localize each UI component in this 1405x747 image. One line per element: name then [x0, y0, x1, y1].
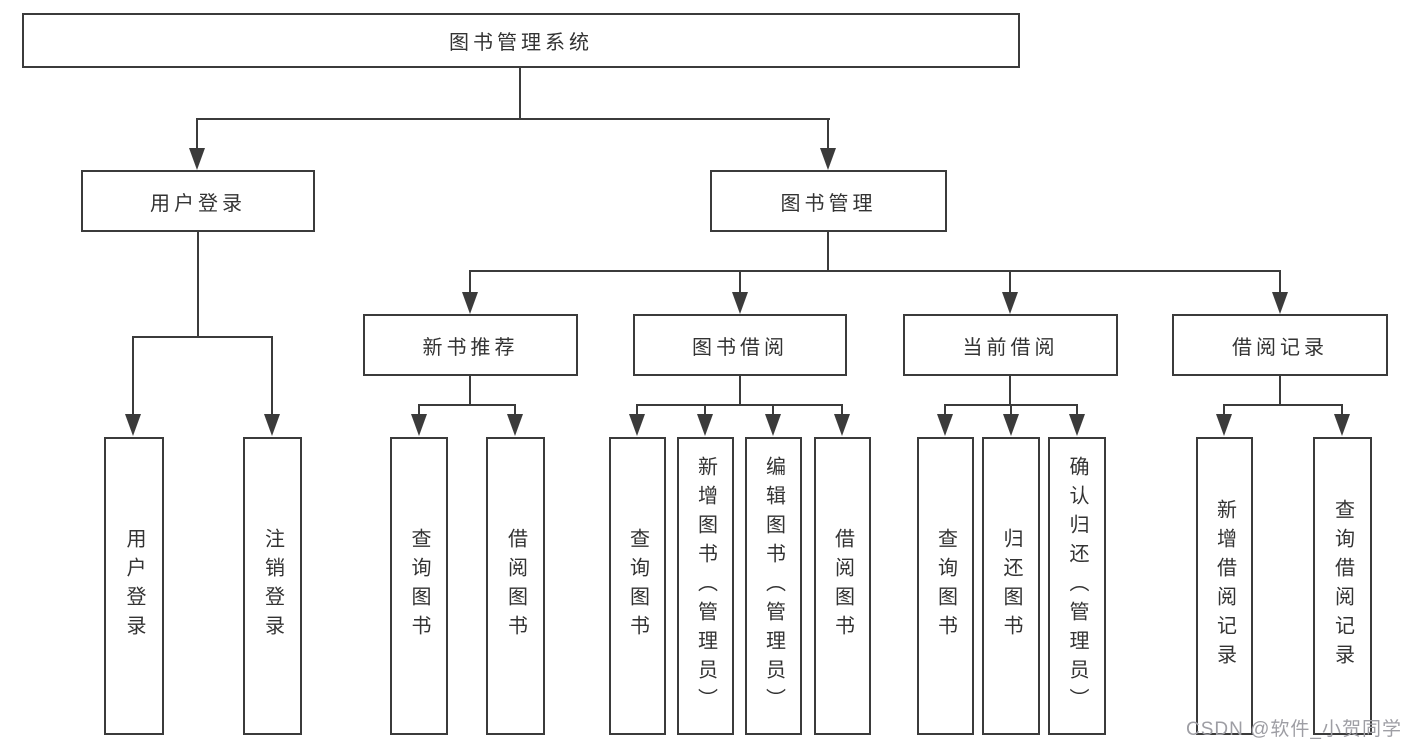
leaf-recommend-borrow-books: 借阅图书	[486, 437, 545, 735]
connector-recommend-drop-2	[514, 404, 516, 418]
connector-userlogin-vstem	[197, 232, 199, 338]
leaf-recommend-query-books: 查询图书	[390, 437, 448, 735]
connector-borrow-drop-3	[772, 404, 774, 418]
connector-borrow-drop-2	[704, 404, 706, 418]
connector-borrow-drop-1	[636, 404, 638, 418]
arrow-down-icon	[125, 414, 141, 436]
node-book-borrow: 图书借阅	[633, 314, 847, 376]
connector-bookmgmt-drop-3	[1009, 270, 1011, 296]
connector-records-drop-1	[1223, 404, 1225, 418]
connector-root-bus	[197, 118, 830, 120]
connector-root-drop-left	[196, 118, 198, 152]
connector-bookmgmt-drop-1	[469, 270, 471, 296]
node-user-login: 用户登录	[81, 170, 315, 232]
connector-recommend-vstem	[469, 376, 471, 406]
connector-current-drop-2	[1010, 404, 1012, 418]
leaf-user-login: 用户登录	[104, 437, 164, 735]
csdn-watermark: CSDN @软件_小贺同学	[1186, 719, 1402, 740]
arrow-down-icon	[1003, 414, 1019, 436]
connector-userlogin-drop-1	[132, 336, 134, 416]
node-book-management: 图书管理	[710, 170, 947, 232]
connector-borrow-vstem	[739, 376, 741, 406]
arrow-down-icon	[697, 414, 713, 436]
connector-bookmgmt-vstem	[827, 232, 829, 272]
leaf-records-add-record: 新增借阅记录	[1196, 437, 1253, 735]
connector-current-drop-3	[1076, 404, 1078, 418]
connector-borrow-bus	[636, 404, 843, 406]
connector-bookmgmt-drop-4	[1279, 270, 1281, 296]
leaf-current-confirm-return-admin: 确认归还（管理员）	[1048, 437, 1106, 735]
arrow-down-icon	[732, 292, 748, 314]
node-new-book-recommend: 新书推荐	[363, 314, 578, 376]
connector-userlogin-drop-2	[271, 336, 273, 416]
connector-recommend-drop-1	[418, 404, 420, 418]
arrow-down-icon	[1272, 292, 1288, 314]
leaf-records-query-record: 查询借阅记录	[1313, 437, 1372, 735]
node-root: 图书管理系统	[22, 13, 1020, 68]
arrow-down-icon	[1334, 414, 1350, 436]
connector-borrow-drop-4	[841, 404, 843, 418]
leaf-current-query-books: 查询图书	[917, 437, 974, 735]
connector-bookmgmt-bus	[469, 270, 1281, 272]
leaf-logout: 注销登录	[243, 437, 302, 735]
arrow-down-icon	[462, 292, 478, 314]
connector-root-drop-right	[827, 118, 829, 152]
leaf-borrow-query-books: 查询图书	[609, 437, 666, 735]
arrow-down-icon	[1069, 414, 1085, 436]
connector-root-vstem	[519, 66, 521, 120]
arrow-down-icon	[411, 414, 427, 436]
arrow-down-icon	[834, 414, 850, 436]
arrow-down-icon	[937, 414, 953, 436]
arrow-down-icon	[629, 414, 645, 436]
leaf-current-return-books: 归还图书	[982, 437, 1040, 735]
connector-recommend-bus	[418, 404, 516, 406]
connector-userlogin-bus	[133, 336, 273, 338]
arrow-down-icon	[1002, 292, 1018, 314]
connector-records-drop-2	[1341, 404, 1343, 418]
arrow-down-icon	[820, 148, 836, 170]
leaf-borrow-add-books-admin: 新增图书（管理员）	[677, 437, 734, 735]
connector-bookmgmt-drop-2	[739, 270, 741, 296]
leaf-borrow-edit-books-admin: 编辑图书（管理员）	[745, 437, 802, 735]
connector-records-bus	[1223, 404, 1343, 406]
node-borrow-records: 借阅记录	[1172, 314, 1388, 376]
connector-records-vstem	[1279, 376, 1281, 406]
connector-current-drop-1	[944, 404, 946, 418]
arrow-down-icon	[189, 148, 205, 170]
connector-current-vstem	[1009, 376, 1011, 406]
node-current-borrow: 当前借阅	[903, 314, 1118, 376]
leaf-borrow-borrow-books: 借阅图书	[814, 437, 871, 735]
arrow-down-icon	[1216, 414, 1232, 436]
arrow-down-icon	[765, 414, 781, 436]
arrow-down-icon	[264, 414, 280, 436]
arrow-down-icon	[507, 414, 523, 436]
